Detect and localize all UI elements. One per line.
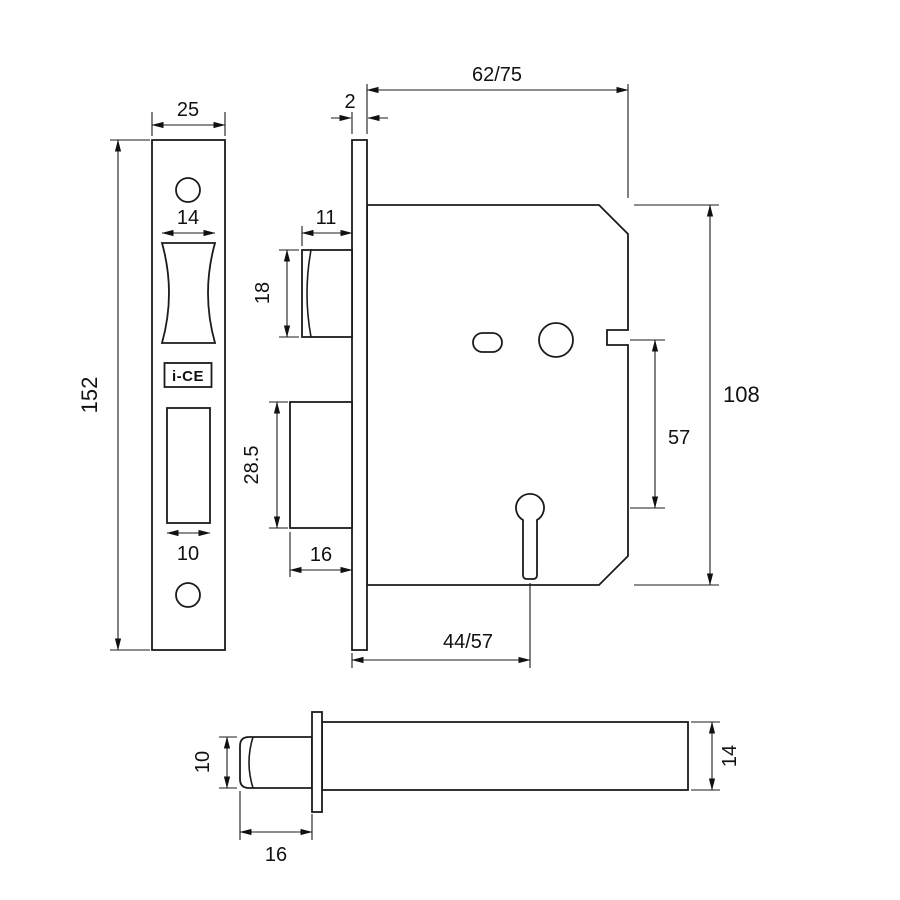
screw-hole-bottom (175, 582, 201, 608)
dim-bar-height-label: 14 (719, 745, 741, 767)
latch-bolt-face-curve (306, 249, 312, 338)
latch-bolt (301, 249, 353, 338)
dim-faceplate-thickness: 2 (331, 84, 388, 134)
dim-faceplate-height: 152 (77, 139, 150, 651)
faceplate-outline (151, 139, 226, 651)
dim-plug-length: 16 (239, 791, 313, 866)
dim-backset: 44/57 (351, 583, 531, 668)
dim-deadbolt-depth: 16 (289, 532, 353, 577)
screw-hole-top (175, 177, 201, 203)
dim-plug-length-label: 16 (265, 844, 287, 866)
lock-body-outline (366, 204, 629, 586)
spindle-bar-view (239, 711, 689, 813)
dim-faceplate-height-label: 152 (77, 377, 102, 414)
logo-box (163, 362, 213, 388)
dim-centres: 57 (630, 339, 690, 509)
keyhole (515, 492, 545, 580)
faceplate-front-view: i-CE (151, 139, 226, 651)
deadbolt-cutout (166, 407, 211, 524)
dim-body-depth-label: 62/75 (472, 64, 522, 86)
dim-bar-height: 14 (691, 721, 741, 791)
logo-text: i-CE (172, 368, 204, 385)
spindle-hole (538, 322, 574, 358)
spindle-plug-cap-curve (248, 736, 254, 789)
dim-bolt-cutout-width: 10 (166, 529, 211, 565)
dim-faceplate-thickness-label: 2 (344, 91, 355, 113)
dim-latch-height-label: 18 (252, 282, 274, 304)
dim-faceplate-width: 25 (151, 99, 226, 136)
spindle-bar (321, 721, 689, 791)
spindle-plug (239, 736, 313, 789)
lock-body-side-view (289, 139, 629, 651)
dim-deadbolt-depth-label: 16 (310, 544, 332, 566)
dim-centres-label: 57 (668, 427, 690, 449)
dim-backset-label: 44/57 (443, 631, 493, 653)
deadbolt (289, 401, 353, 529)
dim-latch-width-label: 11 (316, 207, 337, 229)
dim-body-depth: 62/75 (366, 64, 629, 198)
dim-latch-cutout-width-label: 14 (177, 207, 199, 229)
dim-plug-diameter-label: 10 (192, 751, 214, 773)
dim-latch-width: 11 (301, 207, 353, 246)
dim-body-height-label: 108 (723, 382, 760, 407)
dim-latch-height: 18 (252, 249, 299, 338)
dim-latch-cutout-width: 14 (161, 207, 216, 237)
dim-plug-diameter: 10 (192, 736, 237, 789)
latch-cutout (160, 242, 217, 344)
dim-faceplate-width-label: 25 (177, 99, 199, 121)
follower-slot-hole (472, 332, 503, 353)
dim-deadbolt-height: 28.5 (241, 401, 288, 529)
faceplate-edge (351, 139, 368, 651)
dim-body-height: 108 (634, 204, 760, 586)
spindle-flange (311, 711, 323, 813)
dim-deadbolt-height-label: 28.5 (241, 446, 263, 485)
dim-bolt-cutout-width-label: 10 (177, 543, 199, 565)
